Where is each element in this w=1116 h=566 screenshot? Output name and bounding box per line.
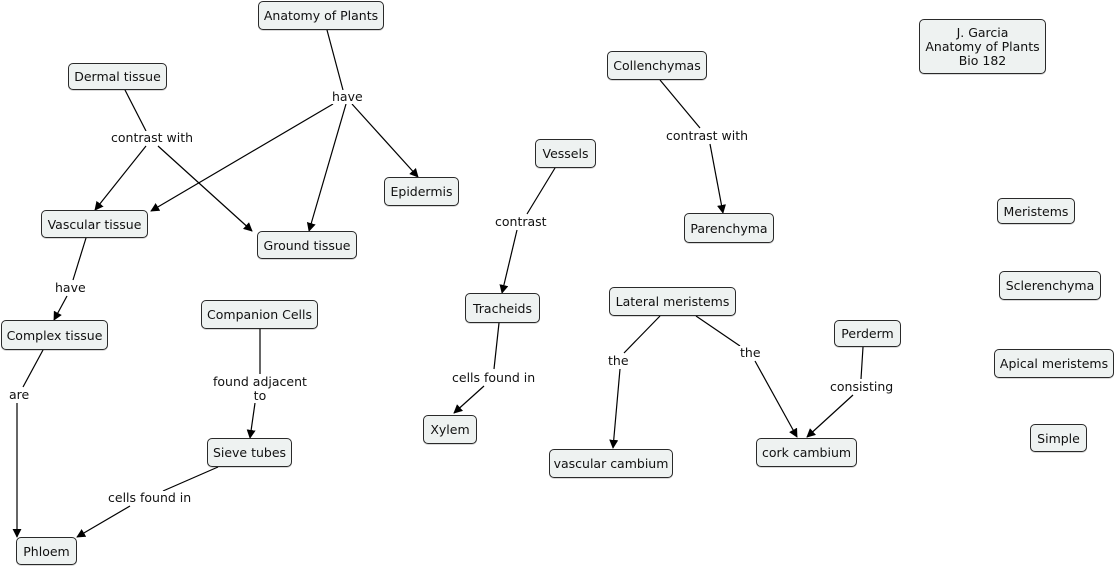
edge-anatomy-have <box>326 29 344 91</box>
edge-contrast-parenchyma <box>709 143 726 214</box>
edge-have-complex <box>53 295 68 321</box>
info-title: Anatomy of Plants <box>925 38 1040 54</box>
edge-the-vcambium <box>609 368 621 449</box>
node-vessels[interactable]: Vessels <box>535 139 596 168</box>
node-apical-meristems[interactable]: Apical meristems <box>994 349 1114 378</box>
node-sieve-tubes[interactable]: Sieve tubes <box>207 438 292 467</box>
node-cork-cambium[interactable]: cork cambium <box>756 438 857 467</box>
edge-lateral-the-right <box>695 315 741 347</box>
link-consisting: consisting <box>829 379 895 394</box>
edge-contrast-vascular <box>94 145 147 211</box>
edge-tracheids-cellsfound <box>493 322 500 370</box>
node-tracheids[interactable]: Tracheids <box>465 293 540 323</box>
link-found-adjacent: found adjacent to <box>212 375 308 403</box>
edge-have-vascular <box>150 103 334 212</box>
edge-the-cork <box>754 360 798 438</box>
node-parenchyma[interactable]: Parenchyma <box>684 213 774 243</box>
edge-cellsfound-xylem <box>453 385 485 414</box>
link-the-left: the <box>607 353 630 368</box>
node-phloem[interactable]: Phloem <box>16 537 77 565</box>
link-found-adjacent-line2: to <box>253 388 267 403</box>
node-dermal-tissue[interactable]: Dermal tissue <box>68 63 167 90</box>
link-have-top: have <box>331 89 364 104</box>
link-cells-found-in-xylem: cells found in <box>451 370 537 385</box>
link-are: are <box>8 387 31 402</box>
edge-sieve-cellsfound <box>162 466 219 492</box>
edge-complex-are <box>22 349 44 388</box>
edge-lateral-the-left <box>623 315 661 354</box>
node-sclerenchyma[interactable]: Sclerenchyma <box>999 271 1101 300</box>
node-anatomy-of-plants[interactable]: Anatomy of Plants <box>258 1 384 30</box>
node-ground-tissue[interactable]: Ground tissue <box>257 231 357 259</box>
edge-have-ground <box>306 103 347 232</box>
link-contrast: contrast <box>494 214 548 229</box>
link-the-right: the <box>739 345 762 360</box>
node-perderm[interactable]: Perderm <box>834 320 901 347</box>
edge-vessels-contrast <box>526 167 556 215</box>
node-xylem[interactable]: Xylem <box>423 415 477 444</box>
node-complex-tissue[interactable]: Complex tissue <box>1 320 108 350</box>
edge-cellsfound-phloem <box>76 505 131 538</box>
link-cells-found-in-phloem: cells found in <box>107 490 193 505</box>
info-box: J. Garcia Anatomy of Plants Bio 182 <box>919 19 1046 74</box>
edge-have-epidermis <box>351 103 419 178</box>
node-collenchymas[interactable]: Collenchymas <box>607 51 707 80</box>
info-author: J. Garcia <box>956 24 1009 40</box>
edge-consisting-cork <box>806 394 854 438</box>
link-have-vascular: have <box>54 280 87 295</box>
node-vascular-tissue[interactable]: Vascular tissue <box>41 210 148 238</box>
node-meristems[interactable]: Meristems <box>997 198 1075 224</box>
node-epidermis[interactable]: Epidermis <box>384 177 459 206</box>
edge-perderm-consisting <box>860 346 864 380</box>
node-companion-cells[interactable]: Companion Cells <box>201 300 318 329</box>
node-vascular-cambium[interactable]: vascular cambium <box>549 449 673 478</box>
edge-found-sieve <box>246 402 256 439</box>
link-found-adjacent-line1: found adjacent <box>213 374 307 389</box>
node-lateral-meristems[interactable]: Lateral meristems <box>609 287 736 316</box>
link-contrast-with-right: contrast with <box>665 128 750 143</box>
edge-dermal-contrast <box>124 89 147 132</box>
edge-contrast-tracheids <box>499 229 518 294</box>
node-simple[interactable]: Simple <box>1030 424 1087 452</box>
edge-contrast-ground <box>157 145 253 232</box>
edge-vascular-have <box>72 237 87 281</box>
edge-collen-contrast <box>659 79 701 129</box>
link-contrast-with-left: contrast with <box>110 130 195 145</box>
info-course: Bio 182 <box>958 52 1007 68</box>
